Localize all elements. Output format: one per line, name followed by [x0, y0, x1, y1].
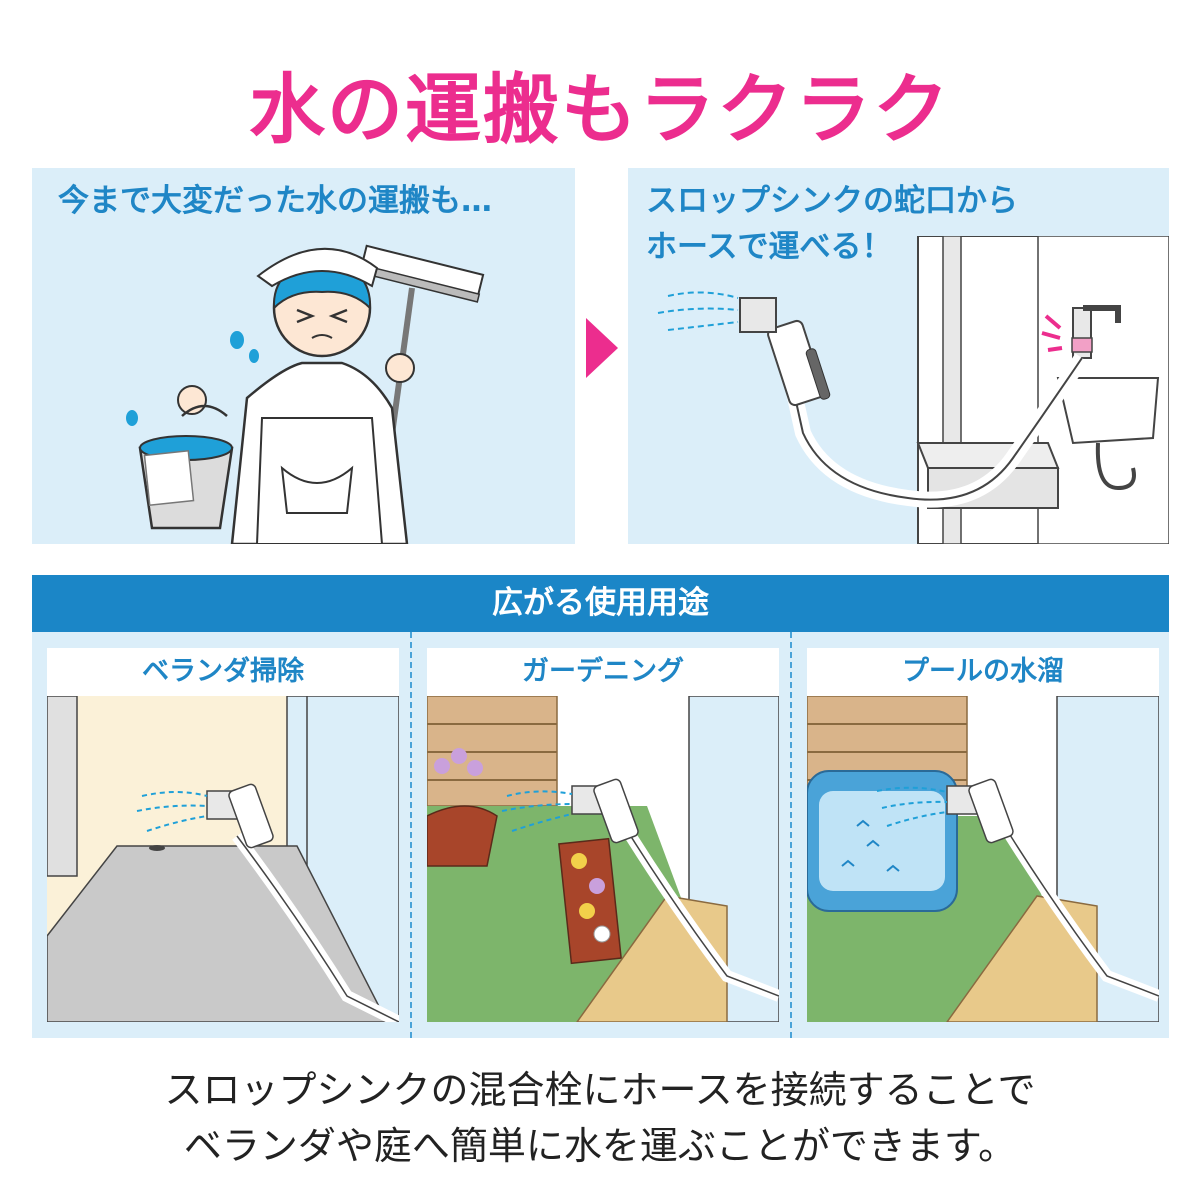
- balcony-cleaning-illustration: [47, 696, 399, 1022]
- use-card-gardening: ガーデニング: [427, 648, 779, 1022]
- divider: [410, 632, 412, 1038]
- gardening-illustration: [427, 696, 779, 1022]
- description-line2: ベランダや庭へ簡単に水を運ぶことができます。: [183, 1124, 1017, 1168]
- use-label-pool: プールの水溜: [807, 648, 1159, 696]
- description-line1: スロップシンクの混合栓にホースを接続することで: [164, 1068, 1036, 1112]
- before-panel: 今まで大変だった水の運搬も…: [32, 168, 575, 544]
- description: スロップシンクの混合栓にホースを接続することで ベランダや庭へ簡単に水を運ぶこと…: [0, 1062, 1200, 1174]
- after-caption-box: [628, 168, 1169, 236]
- after-panel: スロップシンクの蛇口から ホースで運べる！: [628, 168, 1169, 544]
- use-card-balcony: ベランダ掃除: [47, 648, 399, 1022]
- use-label-balcony: ベランダ掃除: [47, 648, 399, 696]
- arrow-right-icon: [586, 318, 618, 378]
- sink-faucet-hose-illustration: [657, 235, 1169, 544]
- after-caption: スロップシンクの蛇口から ホースで運べる！: [646, 178, 1018, 270]
- divider: [790, 632, 792, 1038]
- woman-carrying-bucket-illustration: [126, 244, 485, 544]
- page-title: 水の運搬もラクラク: [249, 65, 951, 154]
- uses-header: 広がる使用用途: [32, 575, 1169, 632]
- use-label-gardening: ガーデニング: [427, 648, 779, 696]
- before-caption: 今まで大変だった水の運搬も…: [58, 183, 492, 219]
- pool-filling-illustration: [807, 696, 1159, 1022]
- use-card-pool: プールの水溜: [807, 648, 1159, 1022]
- after-caption-line1: スロップシンクの蛇口から: [646, 183, 1018, 219]
- after-caption-line2: ホースで運べる！: [646, 229, 893, 265]
